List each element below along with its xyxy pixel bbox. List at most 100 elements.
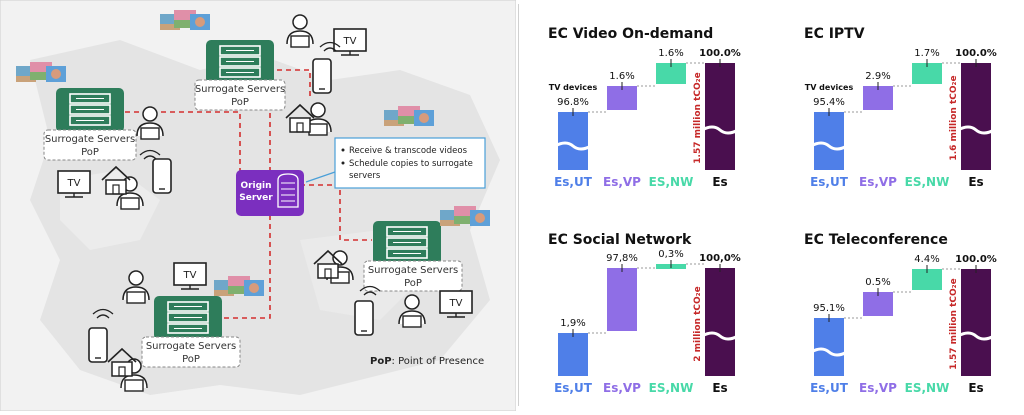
waterfall-bar — [961, 63, 991, 170]
total-emissions-label: 1.57 million tCO₂e — [949, 278, 959, 369]
tv-icon: TV — [173, 262, 207, 290]
axis-break — [957, 331, 995, 341]
value-label: 100.0% — [955, 48, 997, 59]
category-label: Es — [712, 381, 727, 395]
map-canvas: Surrogate Servers PoP Surrogate Servers … — [0, 0, 517, 412]
value-label: 1.6% — [658, 48, 683, 59]
surrogate-server-north: Surrogate Servers PoP — [194, 39, 286, 111]
value-label: 100.0% — [955, 254, 997, 265]
chart-title: EC IPTV — [804, 26, 865, 42]
waterfall-charts-panel: EC Video On-demand 96.8% Es,UT 1.6% Es,VP 1.6… — [524, 0, 1024, 411]
waterfall-bar — [961, 269, 991, 376]
svg-text:PoP: Point of Presence: PoP: Point of Presence — [370, 356, 484, 367]
surrogate-label: Surrogate Servers — [195, 84, 285, 95]
surrogate-label: Surrogate Servers — [146, 341, 236, 352]
total-emissions-label: 1.57 million tCO₂e — [693, 72, 703, 163]
annotation-label: TV devices — [549, 83, 598, 92]
value-label: 1.7% — [914, 48, 939, 59]
category-label: Es,VP — [603, 381, 641, 395]
tv-icon: TV — [57, 170, 91, 198]
tv-icon: TV — [439, 290, 473, 318]
tv-label: TV — [449, 298, 463, 309]
category-label: Es,VP — [859, 175, 897, 189]
waterfall-charts: EC Video On-demand 96.8% Es,UT 1.6% Es,VP 1.6… — [548, 26, 997, 395]
value-label: 0.5% — [865, 277, 890, 288]
axis-break — [810, 141, 848, 151]
waterfall-bar — [607, 268, 637, 331]
waterfall-chart: EC IPTV95.4%Es,UT2.9%Es,VP1.7%ES,NW100.0… — [804, 26, 997, 189]
waterfall-bar — [705, 63, 735, 170]
origin-callout: Receive & transcode videos Schedule copi… — [305, 137, 486, 189]
smartphone-icon — [312, 58, 332, 94]
waterfall-bar — [705, 268, 735, 376]
tv-label: TV — [183, 270, 197, 281]
surrogate-label: Surrogate Servers — [368, 265, 458, 276]
waterfall-bar — [912, 269, 942, 290]
value-label: 95.1% — [813, 303, 845, 314]
value-label: 1,9% — [560, 318, 585, 329]
category-label: ES,NW — [649, 381, 694, 395]
category-label: Es,VP — [603, 175, 641, 189]
smartphone-icon — [88, 327, 108, 363]
category-label: Es — [968, 381, 983, 395]
category-label: Es,UT — [810, 175, 849, 189]
tv-icon: TV — [333, 28, 367, 56]
total-emissions-label: 1.6 million tCO₂e — [949, 75, 959, 160]
tv-label: TV — [67, 178, 81, 189]
waterfall-bar — [558, 112, 588, 170]
waterfall-bar — [912, 63, 942, 84]
chart-title: EC Video On-demand — [548, 26, 713, 42]
surrogate-server-east: Surrogate Servers PoP — [363, 220, 463, 292]
legend-text: : Point of Presence — [392, 356, 485, 367]
chart-title: EC Teleconference — [804, 232, 948, 248]
value-label: 0,3% — [658, 249, 683, 260]
value-label: 1.6% — [609, 71, 634, 82]
tv-label: TV — [343, 36, 357, 47]
value-label: 96.8% — [557, 97, 589, 108]
pop-label: PoP — [404, 278, 422, 289]
category-label: Es,VP — [859, 381, 897, 395]
legend-key: PoP — [370, 356, 392, 367]
surrogate-server-south: Surrogate Servers PoP — [141, 295, 241, 368]
category-label: Es,UT — [810, 381, 849, 395]
panel-divider — [518, 4, 519, 406]
smartphone-icon — [354, 300, 374, 336]
callout-item-2a: Schedule copies to surrogate — [349, 159, 473, 169]
axis-break — [810, 347, 848, 357]
annotation-label: TV devices — [805, 83, 854, 92]
surrogate-label: Surrogate Servers — [45, 134, 135, 145]
legend: PoP: Point of Presence — [370, 356, 484, 367]
axis-break — [701, 125, 739, 135]
waterfall-bar — [814, 112, 844, 170]
value-label: 95.4% — [813, 97, 845, 108]
callout-item-2b: servers — [349, 171, 381, 181]
waterfall-bar — [814, 318, 844, 376]
origin-label-line1: Origin — [240, 181, 271, 191]
waterfall-bar — [656, 63, 686, 84]
origin-label-line2: Server — [239, 193, 273, 203]
category-label: ES,NW — [905, 381, 950, 395]
category-label: Es — [968, 175, 983, 189]
waterfall-chart: EC Video On-demand 96.8% Es,UT 1.6% Es,VP 1.6… — [548, 26, 741, 189]
pop-label: PoP — [182, 354, 200, 365]
pop-label: PoP — [81, 147, 99, 158]
cdn-map-diagram: Surrogate Servers PoP Surrogate Servers … — [0, 0, 517, 412]
waterfall-chart: EC Social Network 1,9% Es,UT 97,8% Es,VP 0,3%… — [548, 232, 741, 395]
callout-item-1: Receive & transcode videos — [349, 146, 468, 156]
axis-break — [701, 331, 739, 341]
category-label: Es,UT — [554, 381, 593, 395]
smartphone-icon — [152, 158, 172, 194]
origin-server: Origin Server — [236, 170, 304, 216]
value-label: 4.4% — [914, 254, 939, 265]
axis-break — [957, 125, 995, 135]
category-label: Es — [712, 175, 727, 189]
category-label: ES,NW — [905, 175, 950, 189]
datacenter-icon — [277, 173, 299, 208]
waterfall-chart: EC Teleconference 95.1% Es,UT 0.5% Es,VP 4.4%… — [804, 232, 997, 395]
chart-title: EC Social Network — [548, 232, 692, 248]
category-label: Es,UT — [554, 175, 593, 189]
total-emissions-label: 2 million tCO₂e — [693, 286, 703, 361]
surrogate-server-west: Surrogate Servers PoP — [43, 87, 137, 161]
value-label: 97,8% — [606, 253, 638, 264]
category-label: ES,NW — [649, 175, 694, 189]
